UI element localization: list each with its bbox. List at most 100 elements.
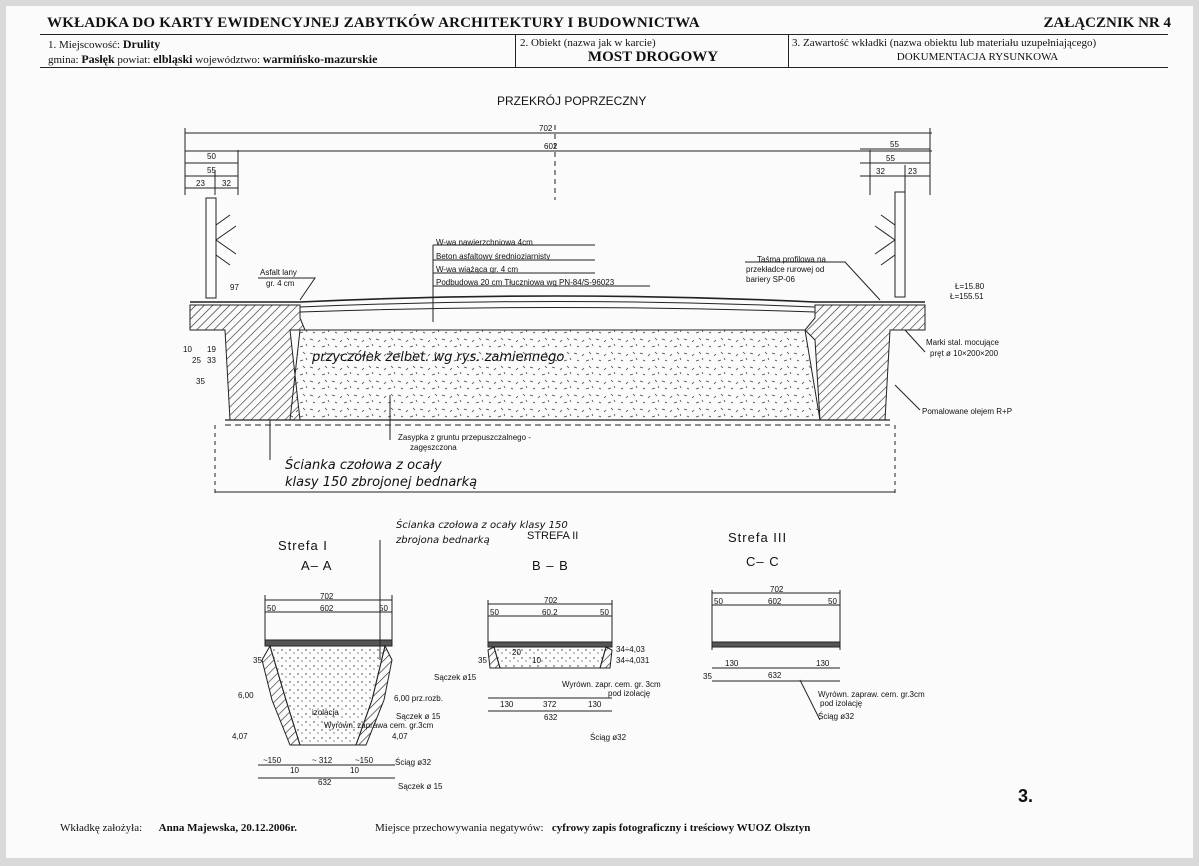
annex-number: ZAŁĄCZNIK NR 4 <box>1043 15 1171 31</box>
c-sciag: Ściąg ø32 <box>818 712 855 721</box>
b-130r: 130 <box>588 700 602 709</box>
dim-left-32: 32 <box>222 179 231 188</box>
a-sc15: Sączek ø 15 <box>396 712 441 721</box>
a-602: 602 <box>320 604 334 613</box>
object-value: MOST DROGOWY <box>587 49 719 65</box>
layer-4: Podbudowa 20 cm Tłuczniowa wg PN-84/S-96… <box>436 278 615 287</box>
section-title: PRZEKRÓJ POPRZECZNY <box>497 94 647 108</box>
zone-2-title: STREFA II <box>527 530 579 542</box>
corner-label-2: Ł=155.51 <box>950 292 984 301</box>
a-407r: 4,07 <box>392 732 408 741</box>
storage-value: cyfrowy zapis fotograficzny i treściowy … <box>551 822 811 834</box>
a-50l: 50 <box>267 604 276 613</box>
dim-left-23: 23 <box>196 179 205 188</box>
dim-25: 25 <box>192 356 201 365</box>
author-label: Wkładkę założyła: <box>60 822 143 834</box>
asphalt-label: Asfalt lany <box>260 268 297 277</box>
b-wyrown-1: Wyrówn. zapr. cem. gr. 3cm <box>562 680 661 689</box>
c-702: 702 <box>770 585 784 594</box>
zone-3-section: C– C <box>746 554 780 569</box>
a-407l: 4,07 <box>232 732 248 741</box>
a-10l: 10 <box>290 766 299 775</box>
paint-label: Pomalowane olejem R+P <box>922 407 1013 416</box>
powiat-label: powiat: <box>117 54 151 66</box>
header-top-rule <box>40 34 1168 35</box>
field-locality: 1. Miejscowość: Drulity <box>48 37 160 52</box>
b-50l: 50 <box>490 608 499 617</box>
b-20: 20 <box>512 648 521 657</box>
tape-label-3: bariery SP-06 <box>746 275 795 284</box>
c-50r: 50 <box>828 597 837 606</box>
a-wyrown: Wyrówn. zaprawa cem. gr.3cm <box>324 721 434 730</box>
c-602: 602 <box>768 597 782 606</box>
locality-value: Drulity <box>122 37 161 51</box>
a-50r: 50 <box>379 604 388 613</box>
zone-2-section: B – B <box>532 558 569 573</box>
c-130l: 130 <box>725 659 739 668</box>
field-administrative: gmina: Pasłęk powiat: elbląski województ… <box>48 52 377 67</box>
zone-3-title: Strefa III <box>728 530 788 545</box>
a-150r: ~150 <box>355 756 374 765</box>
a-632: 632 <box>318 778 332 787</box>
fill-label-2: zagęszczona <box>410 443 457 452</box>
b-130l: 130 <box>500 700 514 709</box>
mark-label-1: Marki stal. mocujące <box>926 338 999 347</box>
zone-1-title: Strefa I <box>278 538 328 553</box>
gmina-label: gmina: <box>48 54 79 66</box>
tape-label-1: Taśma profilowa na <box>757 255 826 264</box>
wojewodztwo-value: warmińsko-mazurskie <box>262 52 378 66</box>
c-wyrown-2: pod izolację <box>820 699 863 708</box>
header-divider-1 <box>515 34 516 67</box>
c-632: 632 <box>768 671 782 680</box>
a-702: 702 <box>320 592 334 601</box>
wall-label-2: klasy 150 zbrojonej bednarką <box>285 475 478 490</box>
header-divider-2 <box>788 34 789 67</box>
dim-right-55a: 55 <box>890 140 899 149</box>
dim-right-55b: 55 <box>886 154 895 163</box>
a-sc15b: Sączek ø 15 <box>398 782 443 791</box>
a-600l: 6,00 <box>238 691 254 700</box>
object-label: 2. Obiekt (nazwa jak w karcie) <box>520 37 656 49</box>
header-bottom-rule <box>40 67 1168 68</box>
a-35: 35 <box>253 656 262 665</box>
corner-label-1: Ł=15.80 <box>955 282 985 291</box>
content-label: 3. Zawartość wkładki (nazwa obiektu lub … <box>792 37 1097 49</box>
dim-left-50: 50 <box>207 152 216 161</box>
b-35: 35 <box>478 656 487 665</box>
b-wyrown-2: pod izolację <box>608 689 651 698</box>
dim-left-55: 55 <box>207 166 216 175</box>
footer-storage: Miejsce przechowywania negatywów: cyfrow… <box>375 822 810 834</box>
fill-label-1: Zasypka z gruntu przepuszczalnego - <box>398 433 531 442</box>
concrete-label: przyczółek żelbet. wg rys. zamiennego <box>312 350 565 365</box>
layer-1: W-wa nawierzchniowa 4cm <box>436 238 533 247</box>
tape-label-2: przekładce rurowej od <box>746 265 825 274</box>
dim-total: 702 <box>539 124 553 133</box>
c-wyrown-1: Wyrówn. zapraw. cem. gr.3cm <box>818 690 925 699</box>
c-35: 35 <box>703 672 712 681</box>
a-sciag: Ściąg ø32 <box>395 758 432 767</box>
document-title: WKŁADKA DO KARTY EWIDENCYJNEJ ZABYTKÓW A… <box>47 15 700 31</box>
zone-2-note-2: zbrojona bednarką <box>396 535 490 546</box>
b-602: 60.2 <box>542 608 558 617</box>
page-number: 3. <box>1018 786 1034 806</box>
asphalt-thickness: gr. 4 cm <box>266 279 295 288</box>
b-10: 10 <box>532 656 541 665</box>
a-izol: izolacja <box>312 708 339 717</box>
mark-label-2: pręt ø 10×200×200 <box>930 349 999 358</box>
a-150l: ~150 <box>263 756 282 765</box>
footer-author: Wkładkę założyła: Anna Majewska, 20.12.2… <box>60 822 297 834</box>
b-702: 702 <box>544 596 558 605</box>
dim-right-23: 23 <box>908 167 917 176</box>
dim-97: 97 <box>230 283 239 292</box>
dim-19: 19 <box>207 345 216 354</box>
locality-label: 1. Miejscowość: <box>48 39 121 51</box>
layer-3: W-wa wiążąca gr. 4 cm <box>436 265 519 274</box>
layer-2: Beton asfaltowy średnioziarnisty <box>436 252 551 261</box>
content-value: DOKUMENTACJA RYSUNKOWA <box>896 51 1059 63</box>
c-130r: 130 <box>816 659 830 668</box>
b-372: 372 <box>543 700 557 709</box>
storage-label: Miejsce przechowywania negatywów: <box>375 822 544 834</box>
gmina-value: Pasłęk <box>81 52 115 66</box>
b-632: 632 <box>544 713 558 722</box>
